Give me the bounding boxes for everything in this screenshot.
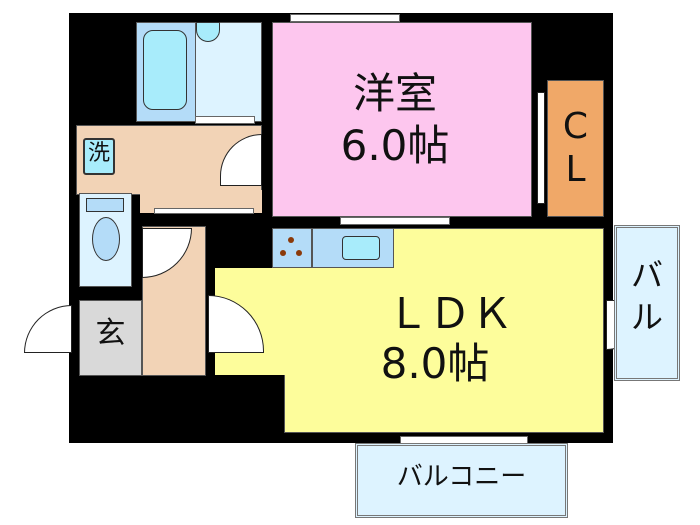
bath-door[interactable]: [195, 116, 255, 124]
side-balcony-label: バ ル: [630, 256, 663, 336]
closet-label: C L: [562, 106, 589, 191]
washroom-lower: [140, 190, 262, 213]
western-room-size: 6.0帖: [340, 121, 450, 170]
sink-basin: [342, 236, 380, 260]
balcony: [355, 443, 568, 518]
toilet-bowl-icon: [92, 217, 120, 261]
ldk-size: 8.0帖: [380, 339, 490, 388]
sink-icon: [196, 22, 220, 42]
bathtub-basin: [143, 30, 187, 110]
stove-burner: [288, 237, 294, 243]
entrance: [79, 300, 142, 376]
closet-door[interactable]: [537, 92, 545, 204]
western-room-ldk-door[interactable]: [340, 217, 450, 225]
stove-burner: [280, 250, 286, 256]
ldk-name: ＬＤＫ: [386, 289, 513, 338]
western-room-name: 洋室: [352, 69, 437, 118]
entrance-door[interactable]: [24, 305, 72, 353]
entrance-label: 玄: [95, 316, 126, 351]
balcony-label: バルコニー: [396, 462, 527, 492]
washing-machine-icon: [83, 138, 115, 175]
washroom-label: 洗: [87, 141, 110, 166]
western-room: [272, 22, 532, 217]
closet: [547, 80, 604, 217]
side-balcony: [614, 225, 680, 381]
washroom-sliding-door[interactable]: [154, 208, 254, 214]
western-room-window[interactable]: [290, 14, 400, 22]
toilet-tank-icon: [86, 198, 124, 212]
kitchen-stove-icon: [272, 228, 312, 268]
stove-burner: [296, 250, 302, 256]
